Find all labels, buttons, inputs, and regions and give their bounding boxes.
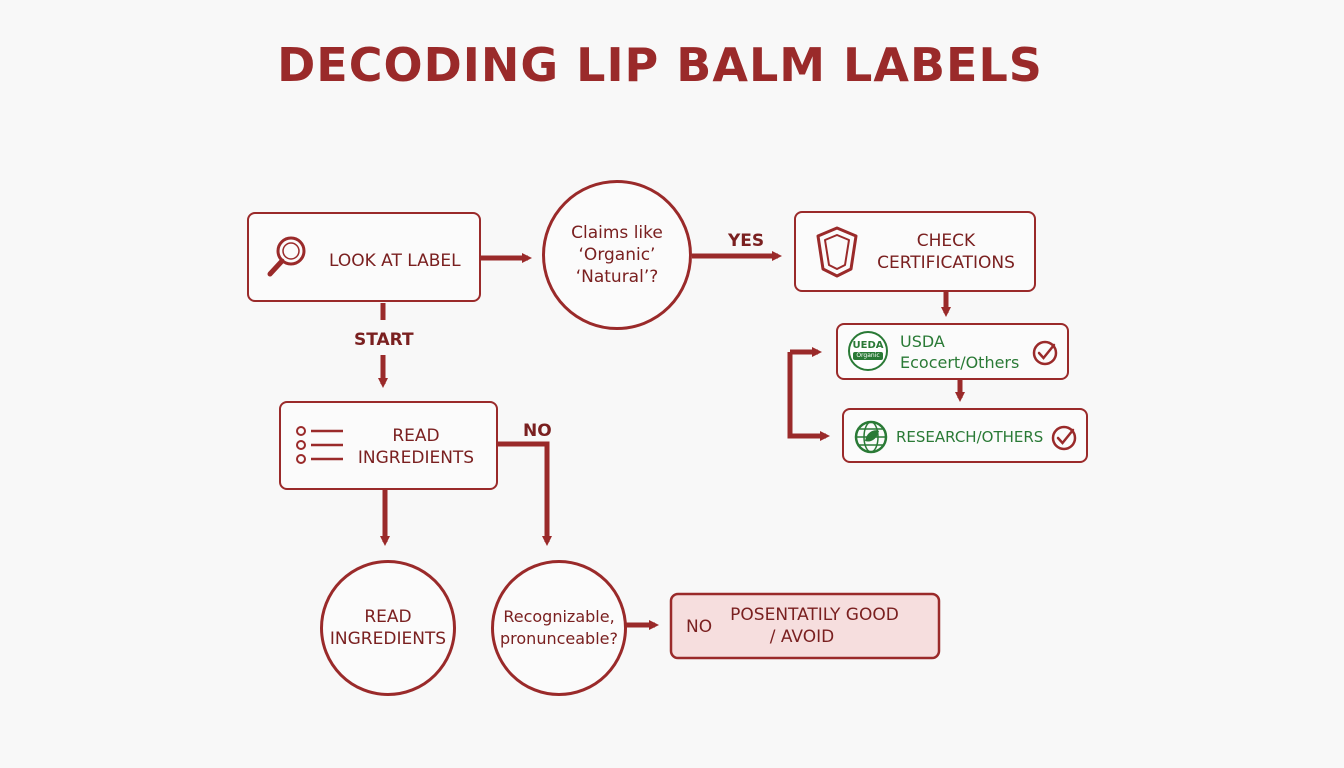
usda-line1: USDA <box>900 332 945 351</box>
research-label: RESEARCH/OTHERS <box>896 428 1044 446</box>
recognizable-line1: Recognizable, <box>503 607 615 626</box>
list-icon <box>296 426 343 464</box>
arrow-read-to-recognizable <box>498 441 552 546</box>
check-cert-line1: CHECK <box>916 231 976 251</box>
node-claims: Claims like ‘Organic’ ‘Natural’? <box>542 180 692 330</box>
claims-line2: ‘Organic’ <box>578 245 656 265</box>
recognizable-line2: pronunceable? <box>500 629 618 648</box>
usda-badge-sub: Organic <box>853 352 883 360</box>
usda-badge-text: UEDA <box>852 340 884 351</box>
claims-line1: Claims like <box>571 223 663 243</box>
magnifier-icon <box>267 236 306 277</box>
node-recognizable: Recognizable, pronunceable? <box>491 560 627 696</box>
node-read-ingredients-circle: READ INGREDIENTS <box>320 560 456 696</box>
result-box-fill <box>669 592 941 660</box>
node-look-at-label: LOOK AT LABEL <box>247 212 481 302</box>
node-usda: UEDA Organic USDA Ecocert/Others <box>836 323 1069 380</box>
edge-label-yes: YES <box>728 231 765 251</box>
node-research: RESEARCH/OTHERS <box>842 408 1088 463</box>
read-ingredients-circle-line2: INGREDIENTS <box>329 629 447 649</box>
usda-line2: Ecocert/Others <box>900 353 1020 372</box>
result-line2: / AVOID <box>769 627 835 647</box>
read-ingredients-box-line1: READ <box>392 426 440 446</box>
check-circle-icon <box>1032 340 1058 366</box>
arrow-bracket-research <box>787 352 830 441</box>
node-read-ingredients-box: READ INGREDIENTS <box>279 401 498 490</box>
shield-icon <box>816 226 858 278</box>
read-ingredients-box-line2: INGREDIENTS <box>357 448 475 468</box>
page-title: DECODING LIP BALM LABELS <box>277 38 1043 92</box>
result-line1: POSENTATILY GOOD <box>730 605 899 625</box>
check-cert-line2: CERTIFICATIONS <box>877 253 1015 273</box>
claims-line3: ‘Natural’? <box>575 267 659 287</box>
node-check-certifications: CHECK CERTIFICATIONS <box>794 211 1036 292</box>
check-circle-icon <box>1051 425 1077 451</box>
read-ingredients-circle-line1: READ <box>364 607 412 627</box>
edge-label-no: NO <box>523 421 552 441</box>
usda-badge-icon: UEDA Organic <box>848 331 888 371</box>
look-at-label-text: LOOK AT LABEL <box>329 251 461 271</box>
edge-label-start: START <box>354 330 414 350</box>
globe-leaf-icon <box>854 420 888 454</box>
result-prefix: NO <box>686 617 713 637</box>
